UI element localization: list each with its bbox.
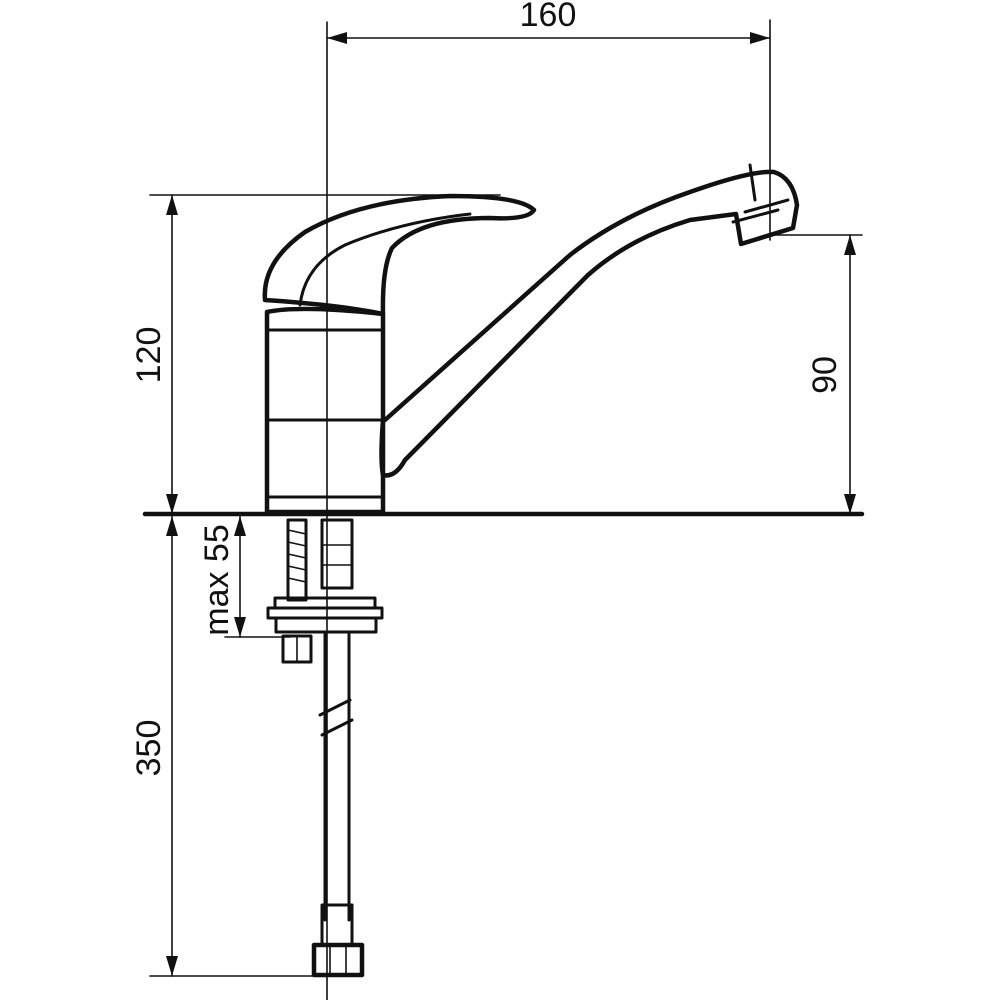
dimension-label-160: 160 [520,0,577,34]
spout [379,163,800,478]
dimension-label-350: 350 [130,720,168,777]
dimension-spout-height [769,234,863,515]
dimension-spout-reach [326,19,771,241]
lever-handle [262,193,537,317]
dimension-label-max-55: max 55 [198,524,236,636]
dimension-max-deck-thickness [224,515,291,638]
dimension-label-90: 90 [806,356,844,394]
dimension-hose-length [149,515,316,977]
dimension-label-120: 120 [130,327,168,384]
dimension-overall-height [149,194,501,515]
faucet-body [264,306,386,515]
mounting-assembly [266,518,384,978]
